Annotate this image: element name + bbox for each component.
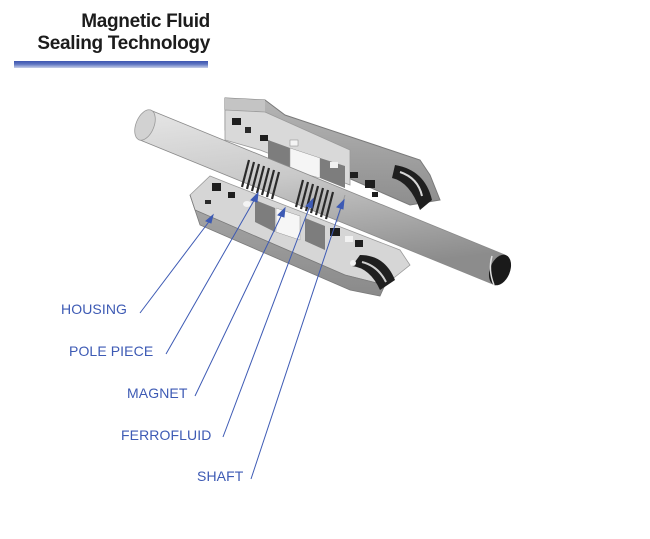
arrowhead-shaft	[336, 198, 345, 210]
title-block: Magnetic Fluid Sealing Technology	[14, 11, 210, 55]
arrowhead-magnet	[277, 206, 286, 218]
title-line-2: Sealing Technology	[37, 33, 210, 54]
label-magnet: MAGNET	[127, 385, 188, 401]
label-ferrofluid: FERROFLUID	[121, 427, 212, 443]
arrowhead-housing	[205, 213, 214, 224]
ferrofluid-rings-left	[240, 159, 281, 200]
leader-line-magnet	[194, 211, 284, 397]
leader-line-housing	[139, 218, 212, 314]
leader-line-ferrofluid	[222, 202, 312, 438]
arrowhead-pole-piece	[250, 191, 259, 203]
label-shaft: SHAFT	[197, 468, 244, 484]
leader-line-pole-piece	[165, 196, 257, 355]
arrowhead-ferrofluid	[305, 197, 314, 209]
shaft-body	[134, 109, 512, 286]
label-housing: HOUSING	[61, 301, 128, 317]
title-underline-bar	[14, 61, 208, 68]
leader-lines	[139, 191, 345, 480]
leader-line-shaft	[250, 203, 343, 480]
title-line-1: Magnetic Fluid	[81, 11, 210, 32]
housing-upper	[224, 97, 441, 210]
housing-lower	[189, 175, 411, 297]
label-pole-piece: POLE PIECE	[69, 343, 154, 359]
